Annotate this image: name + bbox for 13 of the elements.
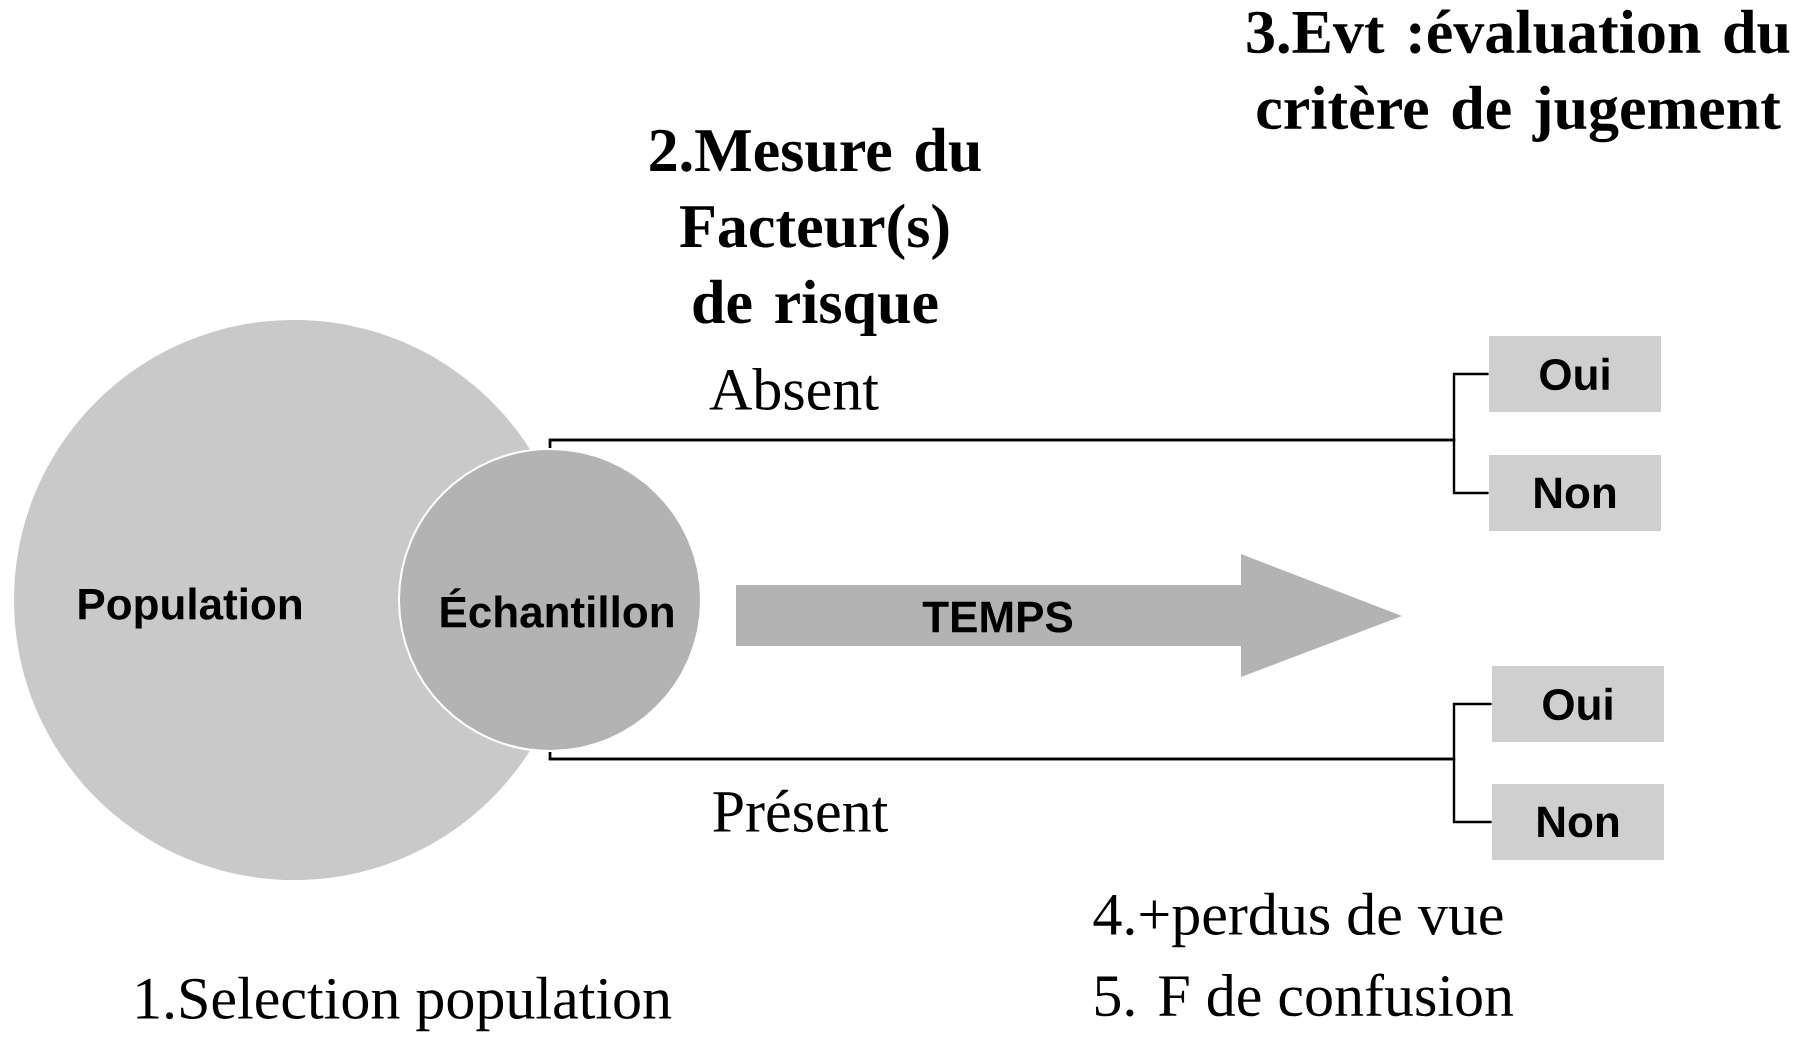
- branch-label: Présent: [713, 789, 888, 833]
- answer-box: Oui: [1492, 666, 1664, 742]
- answer-box: Non: [1489, 455, 1661, 531]
- answer-box: Non: [1492, 784, 1664, 860]
- answer-box: Oui: [1489, 336, 1661, 412]
- branch-label: Absent: [709, 367, 879, 411]
- branch-line: [548, 438, 1489, 495]
- branch-line: [548, 751, 1492, 824]
- caption-text: 1.Selection population: [137, 976, 672, 1032]
- heading: 3.Evt :évaluation du critère de jugement: [1247, 9, 1790, 143]
- note-text: 4.+perdus de vue: [1093, 892, 1503, 948]
- note-text: 5. F de confusion: [1095, 973, 1514, 1017]
- heading: 2.Mesure du Facteur(s) de risque: [650, 127, 981, 337]
